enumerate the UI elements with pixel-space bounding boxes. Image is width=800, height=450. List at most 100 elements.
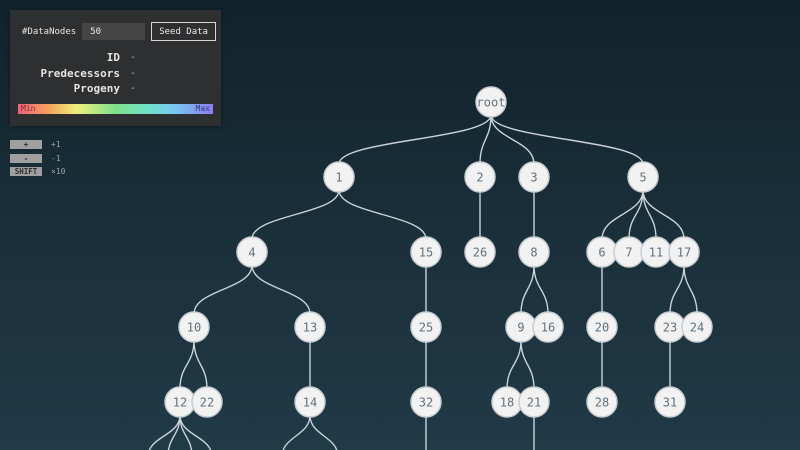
node-label: 6 (598, 246, 605, 260)
tree-edge (179, 339, 195, 390)
node-circle[interactable] (668, 236, 700, 268)
node-circle[interactable] (518, 161, 550, 193)
node-circle[interactable] (410, 311, 442, 343)
info-row-predecessors: Predecessors - (10, 66, 221, 82)
keyboard-hints: + +1 - -1 SHIFT ×10 (10, 138, 65, 179)
tree-edge (490, 114, 535, 165)
tree-node-5[interactable]: 5 (627, 161, 659, 193)
tree-node-31[interactable]: 31 (654, 386, 686, 418)
tree-node-28[interactable]: 28 (586, 386, 618, 418)
node-label: 25 (419, 321, 433, 335)
node-label: 11 (649, 246, 663, 260)
tree-edge (506, 339, 522, 390)
node-label: 14 (303, 396, 317, 410)
node-circle[interactable] (178, 311, 210, 343)
tree-node-2[interactable]: 2 (464, 161, 496, 193)
tree-node-20[interactable]: 20 (586, 311, 618, 343)
scale-max-label: Max (195, 104, 210, 113)
tree-edge (338, 189, 427, 240)
node-circle[interactable] (294, 386, 326, 418)
node-circle[interactable] (475, 86, 507, 118)
tree-node-32[interactable]: 32 (410, 386, 442, 418)
node-circle[interactable] (586, 386, 618, 418)
node-label: 20 (595, 321, 609, 335)
tree-edge (520, 264, 535, 315)
node-circle[interactable] (323, 161, 355, 193)
tree-node-8[interactable]: 8 (518, 236, 550, 268)
tree-node-17[interactable]: 17 (668, 236, 700, 268)
tree-edge (179, 414, 212, 450)
plus-key-icon: + (10, 140, 42, 150)
node-label: 7 (625, 246, 632, 260)
tree-node-26[interactable]: 26 (464, 236, 496, 268)
tree-edge (251, 264, 311, 315)
tree-node-16[interactable]: 16 (532, 311, 564, 343)
node-circle[interactable] (681, 311, 713, 343)
node-circle[interactable] (518, 236, 550, 268)
node-label: 10 (187, 321, 201, 335)
tree-node-14[interactable]: 14 (294, 386, 326, 418)
tree-edge (490, 114, 644, 165)
node-circle[interactable] (518, 386, 550, 418)
node-circle[interactable] (464, 236, 496, 268)
info-value: - (130, 67, 137, 79)
tree-node-23[interactable]: 23 (654, 311, 686, 343)
tree-node-9[interactable]: 9 (505, 311, 537, 343)
tree-node-7[interactable]: 7 (613, 236, 645, 268)
tree-node-25[interactable]: 25 (410, 311, 442, 343)
node-label: 21 (527, 396, 541, 410)
scale-min-label: Min (21, 104, 36, 113)
tree-node-21[interactable]: 21 (518, 386, 550, 418)
key-hint-minus: - -1 (10, 152, 65, 166)
tree-node-15[interactable]: 15 (410, 236, 442, 268)
tree-edge (601, 189, 644, 240)
info-row-progeny: Progeny - (10, 81, 221, 97)
tree-node-11[interactable]: 11 (640, 236, 672, 268)
node-label: 23 (663, 321, 677, 335)
node-label: 24 (690, 321, 704, 335)
node-circle[interactable] (654, 386, 686, 418)
datanodes-row: #DataNodes Seed Data (22, 22, 216, 41)
info-row-id: ID - (10, 50, 221, 66)
node-label: 4 (248, 246, 255, 260)
node-circle[interactable] (236, 236, 268, 268)
node-circle[interactable] (464, 161, 496, 193)
node-circle[interactable] (627, 161, 659, 193)
datanodes-input[interactable] (82, 23, 146, 40)
node-label: 5 (639, 171, 646, 185)
tree-node-root[interactable]: root (475, 86, 507, 118)
tree-node-6[interactable]: 6 (586, 236, 618, 268)
node-circle[interactable] (410, 386, 442, 418)
node-circle[interactable] (294, 311, 326, 343)
node-circle[interactable] (586, 311, 618, 343)
info-key: ID (106, 51, 120, 65)
key-hint-plus: + +1 (10, 138, 65, 152)
tree-edge (642, 189, 685, 240)
node-label: 1 (335, 171, 342, 185)
tree-node-3[interactable]: 3 (518, 161, 550, 193)
tree-node-18[interactable]: 18 (491, 386, 523, 418)
node-circle[interactable] (532, 311, 564, 343)
tree-edge (669, 264, 685, 315)
node-label: 32 (419, 396, 433, 410)
tree-edge (193, 264, 253, 315)
info-key: Predecessors (40, 66, 120, 80)
tree-node-10[interactable]: 10 (178, 311, 210, 343)
node-circle[interactable] (191, 386, 223, 418)
node-label: 31 (663, 396, 677, 410)
node-label: 13 (303, 321, 317, 335)
tree-node-24[interactable]: 24 (681, 311, 713, 343)
tree-node-13[interactable]: 13 (294, 311, 326, 343)
seed-data-button[interactable]: Seed Data (151, 22, 216, 41)
tree-node-4[interactable]: 4 (236, 236, 268, 268)
key-hint-shift: SHIFT ×10 (10, 165, 65, 179)
tree-node-1[interactable]: 1 (323, 161, 355, 193)
key-hint-desc: ×10 (51, 167, 66, 177)
node-circle[interactable] (410, 236, 442, 268)
node-label: 12 (173, 396, 187, 410)
tree-node-22[interactable]: 22 (191, 386, 223, 418)
tree-edge (479, 114, 492, 165)
tree-node-12[interactable]: 12 (164, 386, 196, 418)
